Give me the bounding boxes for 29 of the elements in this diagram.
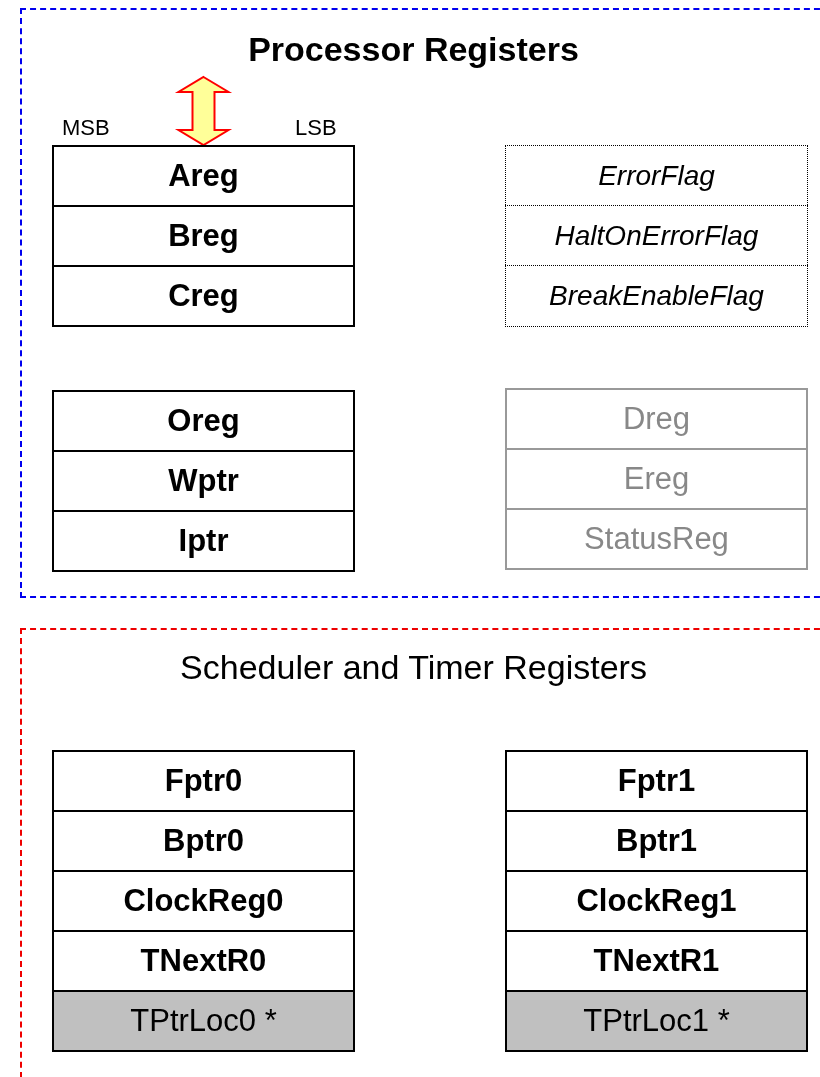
register-cell: Bptr0 (52, 810, 355, 872)
register-cell: Creg (52, 265, 355, 327)
register-cell: Oreg (52, 390, 355, 452)
dashed-panel (20, 628, 820, 1077)
register-cell: Fptr1 (505, 750, 808, 812)
register-cell: Dreg (505, 388, 808, 450)
register-cell: Ereg (505, 448, 808, 510)
panel-title: Processor Registers (247, 30, 580, 69)
register-cell: TPtrLoc1 * (505, 990, 808, 1052)
dashed-panel (20, 8, 820, 598)
double-arrow (174, 75, 233, 147)
register-cell: TPtrLoc0 * (52, 990, 355, 1052)
flag-cell: BreakEnableFlag (505, 265, 808, 327)
register-cell: ClockReg1 (505, 870, 808, 932)
register-cell: Iptr (52, 510, 355, 572)
register-cell: Bptr1 (505, 810, 808, 872)
register-cell: StatusReg (505, 508, 808, 570)
flag-cell: HaltOnErrorFlag (505, 205, 808, 267)
bit-order-label: MSB (62, 115, 110, 141)
register-cell: TNextR0 (52, 930, 355, 992)
register-cell: ClockReg0 (52, 870, 355, 932)
register-cell: TNextR1 (505, 930, 808, 992)
bit-order-label: LSB (295, 115, 337, 141)
flag-cell: ErrorFlag (505, 145, 808, 207)
register-cell: Breg (52, 205, 355, 267)
register-cell: Fptr0 (52, 750, 355, 812)
register-cell: Wptr (52, 450, 355, 512)
panel-title: Scheduler and Timer Registers (179, 648, 648, 687)
register-cell: Areg (52, 145, 355, 207)
